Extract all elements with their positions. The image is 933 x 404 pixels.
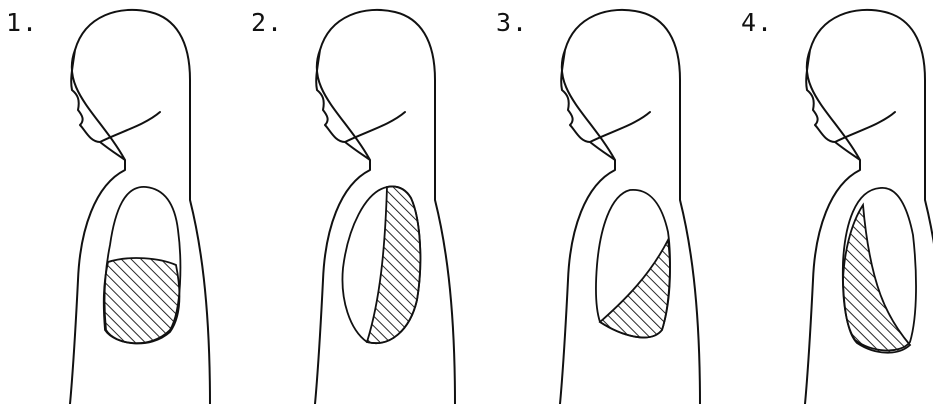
figure-3-drawing xyxy=(490,0,723,404)
shaded-region xyxy=(104,258,180,343)
figure-2: 2. xyxy=(245,0,478,404)
figure-1: 1. xyxy=(0,0,233,404)
figure-2-drawing xyxy=(245,0,478,404)
figure-3: 3. xyxy=(490,0,723,404)
figure-4-drawing xyxy=(735,0,933,404)
figure-1-drawing xyxy=(0,0,233,404)
figure-4: 4. xyxy=(735,0,933,404)
